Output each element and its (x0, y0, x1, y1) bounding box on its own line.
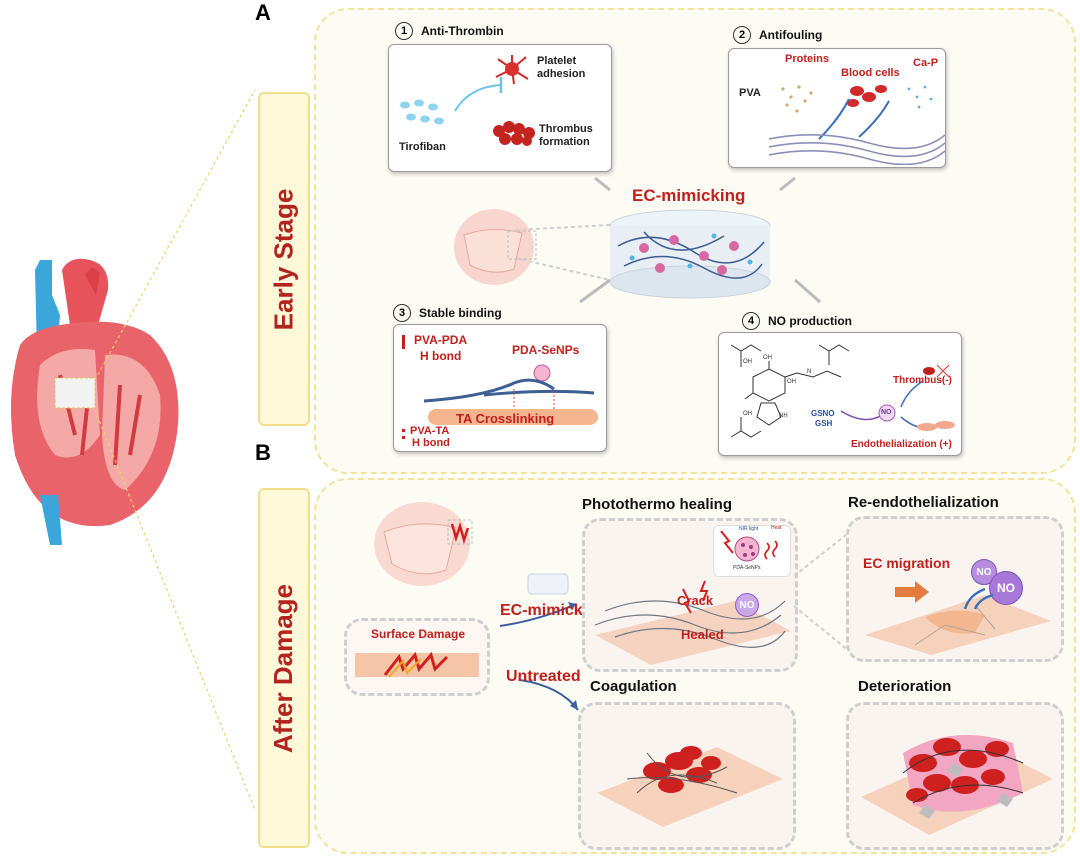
ta-crosslinking-label: TA Crosslinking (456, 411, 555, 426)
deterioration-scene-icon (861, 735, 1053, 835)
nanoparticle-icon (720, 530, 778, 562)
tirofiban-molecules-icon (400, 99, 444, 125)
no-production-card: OH OH OH N NH OH GSNO GSH NO Thrombus(-) Endo… (718, 332, 962, 456)
photothermo-card: NIR light Heat PDA-SeNPs Crack Healed NO (582, 518, 798, 672)
early-stage-tab: Early Stage (258, 92, 310, 426)
gsh-label: GSH (815, 419, 833, 428)
antifouling-card: PVA Proteins Blood cells Ca-P (728, 48, 946, 168)
deterioration-title: Deterioration (858, 678, 952, 695)
no-flow-icon (840, 364, 955, 431)
pda-senps-b-label: PDA-SeNPs (733, 565, 761, 571)
reendo-card: EC migration NO NO (846, 516, 1064, 662)
early-stage-label: Early Stage (268, 188, 299, 330)
svg-text:OH: OH (787, 379, 796, 385)
ec-mimicking-b-label: EC-mimicking (500, 602, 607, 619)
card2-header: 2 Antifouling (733, 26, 822, 44)
zoom-lines (94, 89, 256, 811)
heart-illustration (11, 258, 179, 545)
chemical-structure-icon: OH OH OH N NH OH (730, 344, 850, 438)
pda-senps-label: PDA-SeNPs (512, 343, 580, 357)
tirofiban-label: Tirofiban (399, 141, 446, 153)
after-damage-label: After Damage (268, 583, 299, 753)
surface-damage-card: Surface Damage (344, 618, 490, 696)
gsno-label: GSNO (811, 409, 835, 418)
photothermo-title: Photothermo healing (582, 496, 732, 513)
untreated-label: Untreated (506, 668, 581, 685)
card2-number: 2 (733, 26, 751, 44)
thrombus-icon (493, 121, 535, 146)
card4-header: 4 NO production (742, 312, 852, 330)
no-bubble-photothermo-text: NO (739, 599, 755, 611)
nir-light-label: NIR light (739, 526, 759, 532)
small-heart-valve-icon (454, 209, 537, 285)
pva-ta-marker (402, 429, 408, 439)
thrombus-minus-label: Thrombus(-) (893, 375, 952, 386)
pva-pda-marker (402, 335, 405, 349)
svg-text:OH: OH (743, 359, 752, 365)
card3-title: Stable binding (419, 306, 502, 320)
h-bond-label-1: H bond (420, 349, 462, 363)
blood-cells-label: Blood cells (841, 67, 900, 79)
center-connectors (514, 176, 821, 304)
card2-title: Antifouling (759, 28, 823, 42)
no-bubble-photothermo: NO (735, 593, 759, 617)
no-release-arrows-icon (963, 587, 994, 610)
svg-text:OH: OH (763, 355, 772, 361)
binding-scene-icon (424, 364, 598, 425)
coagulation-title: Coagulation (590, 678, 677, 695)
no-bubble-1-text: NO (976, 566, 992, 578)
after-damage-tab: After Damage (258, 488, 310, 848)
reendo-scene-icon (865, 595, 1051, 655)
card4-number: 4 (742, 312, 760, 330)
migration-arrow-icon (895, 581, 929, 603)
antifouling-scene-icon (769, 85, 945, 165)
healing-scene-icon (594, 580, 791, 665)
damage-strip-icon (355, 651, 479, 678)
coagulation-card (578, 702, 796, 850)
endothelialization-plus-label: Endothelialization (+) (851, 439, 952, 450)
panel-b-letter: B (255, 440, 271, 465)
pva-label: PVA (739, 87, 761, 99)
clot-scene-icon (597, 746, 783, 827)
no-bubble-1: NO (971, 559, 997, 585)
ca-p-label: Ca-P (913, 57, 939, 69)
panel-a-letter: A (255, 0, 271, 25)
no-bubble-2-text: NO (997, 581, 1015, 595)
no-bubble-2: NO (989, 571, 1023, 605)
pva-pda-label: PVA-PDA (414, 333, 468, 347)
pva-ta-label: PVA-TA (410, 425, 450, 437)
surface-damage-label: Surface Damage (371, 627, 466, 641)
svg-text:N: N (807, 369, 811, 375)
ec-mimicking-center-label: EC-mimicking (632, 186, 746, 205)
card3-header: 3 Stable binding (393, 304, 502, 322)
stable-binding-card: PVA-PDA H bond PDA-SeNPs TA Crosslinking… (393, 324, 607, 452)
ec-migration-label: EC migration (863, 555, 951, 571)
inhibition-arrow-icon (454, 77, 503, 112)
damaged-valve-icon (374, 502, 473, 586)
h-bond-label-2: H bond (412, 437, 450, 449)
svg-text:NH: NH (779, 413, 788, 419)
healed-label: Healed (681, 627, 724, 642)
anti-thrombin-card: Tirofiban Platelet adhesion Thrombus for… (388, 44, 612, 172)
hydrogel-disk-icon (609, 209, 771, 299)
platelet-adhesion-label: Platelet adhesion (537, 55, 586, 80)
heat-label: Heat (771, 525, 782, 531)
deterioration-card (846, 702, 1064, 850)
card1-title: Anti-Thrombin (421, 24, 504, 38)
thrombus-formation-label: Thrombus formation (539, 123, 593, 148)
card3-number: 3 (393, 304, 411, 322)
platelet-icon (495, 55, 529, 85)
reendo-title: Re-endothelialization (848, 494, 999, 511)
card1-number: 1 (395, 22, 413, 40)
card1-header: 1 Anti-Thrombin (395, 22, 504, 40)
no-badge-a: NO (881, 409, 892, 416)
card4-title: NO production (768, 314, 852, 328)
crack-label: Crack (677, 593, 714, 608)
svg-text:OH: OH (743, 411, 752, 417)
proteins-label: Proteins (785, 53, 830, 65)
b-flow-arrows (499, 573, 579, 711)
